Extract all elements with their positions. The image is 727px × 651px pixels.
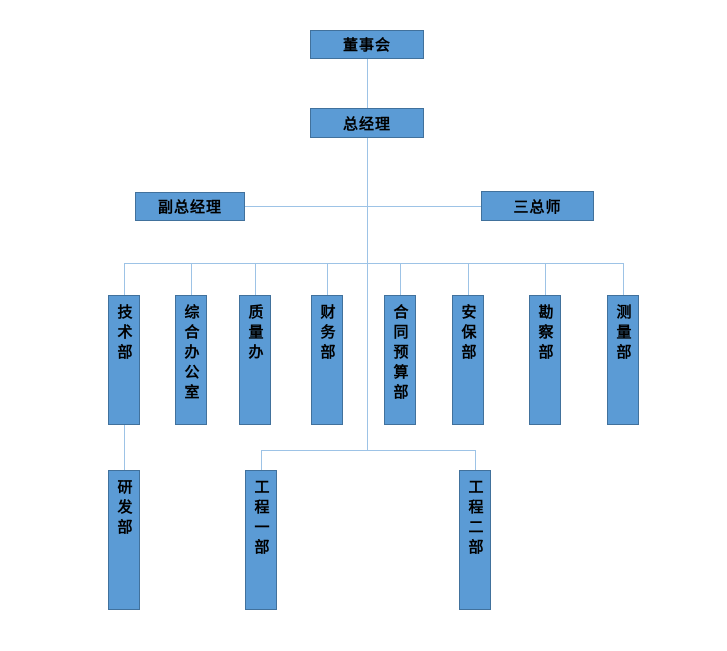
node-label: 总经理 bbox=[342, 114, 391, 133]
node-label: 工程一部 bbox=[252, 479, 271, 559]
node-dept-engineering-2: 工程二部 bbox=[459, 470, 491, 610]
connector-line bbox=[245, 206, 481, 207]
node-label: 安保部 bbox=[459, 304, 478, 364]
node-dept-finance: 财务部 bbox=[311, 295, 343, 425]
connector-line bbox=[475, 450, 476, 470]
connector-line bbox=[261, 450, 262, 470]
connector-line bbox=[545, 263, 546, 295]
node-dept-engineering-1: 工程一部 bbox=[245, 470, 277, 610]
connector-line bbox=[400, 263, 401, 295]
node-dept-measurement: 测量部 bbox=[607, 295, 639, 425]
connector-line bbox=[124, 263, 125, 295]
connector-line bbox=[261, 450, 475, 451]
node-general-manager: 总经理 bbox=[310, 108, 424, 138]
connector-line bbox=[327, 263, 328, 295]
node-label: 测量部 bbox=[614, 304, 633, 364]
node-dept-quality-office: 质量办 bbox=[239, 295, 271, 425]
node-dept-technology: 技术部 bbox=[108, 295, 140, 425]
node-label: 质量办 bbox=[246, 304, 265, 364]
connector-line bbox=[468, 263, 469, 295]
node-label: 综合办公室 bbox=[182, 304, 201, 404]
node-board-of-directors: 董事会 bbox=[310, 30, 424, 59]
connector-line bbox=[124, 425, 125, 470]
node-label: 研发部 bbox=[115, 479, 134, 539]
connector-line bbox=[124, 263, 623, 264]
node-label: 三总师 bbox=[513, 197, 562, 216]
node-dept-rnd: 研发部 bbox=[108, 470, 140, 610]
node-label: 技术部 bbox=[115, 304, 134, 364]
connector-line bbox=[367, 138, 368, 450]
node-dept-contract-budget: 合同预算部 bbox=[384, 295, 416, 425]
node-label: 合同预算部 bbox=[391, 304, 410, 404]
node-three-chief-engineers: 三总师 bbox=[481, 191, 594, 221]
connector-line bbox=[191, 263, 192, 295]
node-label: 董事会 bbox=[342, 36, 391, 54]
node-label: 副总经理 bbox=[157, 198, 222, 216]
connector-line bbox=[367, 58, 368, 108]
connector-line bbox=[623, 263, 624, 295]
connector-line bbox=[255, 263, 256, 295]
node-dept-general-office: 综合办公室 bbox=[175, 295, 207, 425]
node-label: 工程二部 bbox=[466, 479, 485, 559]
node-label: 勘察部 bbox=[536, 304, 555, 364]
node-dept-security: 安保部 bbox=[452, 295, 484, 425]
node-label: 财务部 bbox=[318, 304, 337, 364]
node-deputy-general-manager: 副总经理 bbox=[135, 192, 245, 221]
node-dept-survey: 勘察部 bbox=[529, 295, 561, 425]
